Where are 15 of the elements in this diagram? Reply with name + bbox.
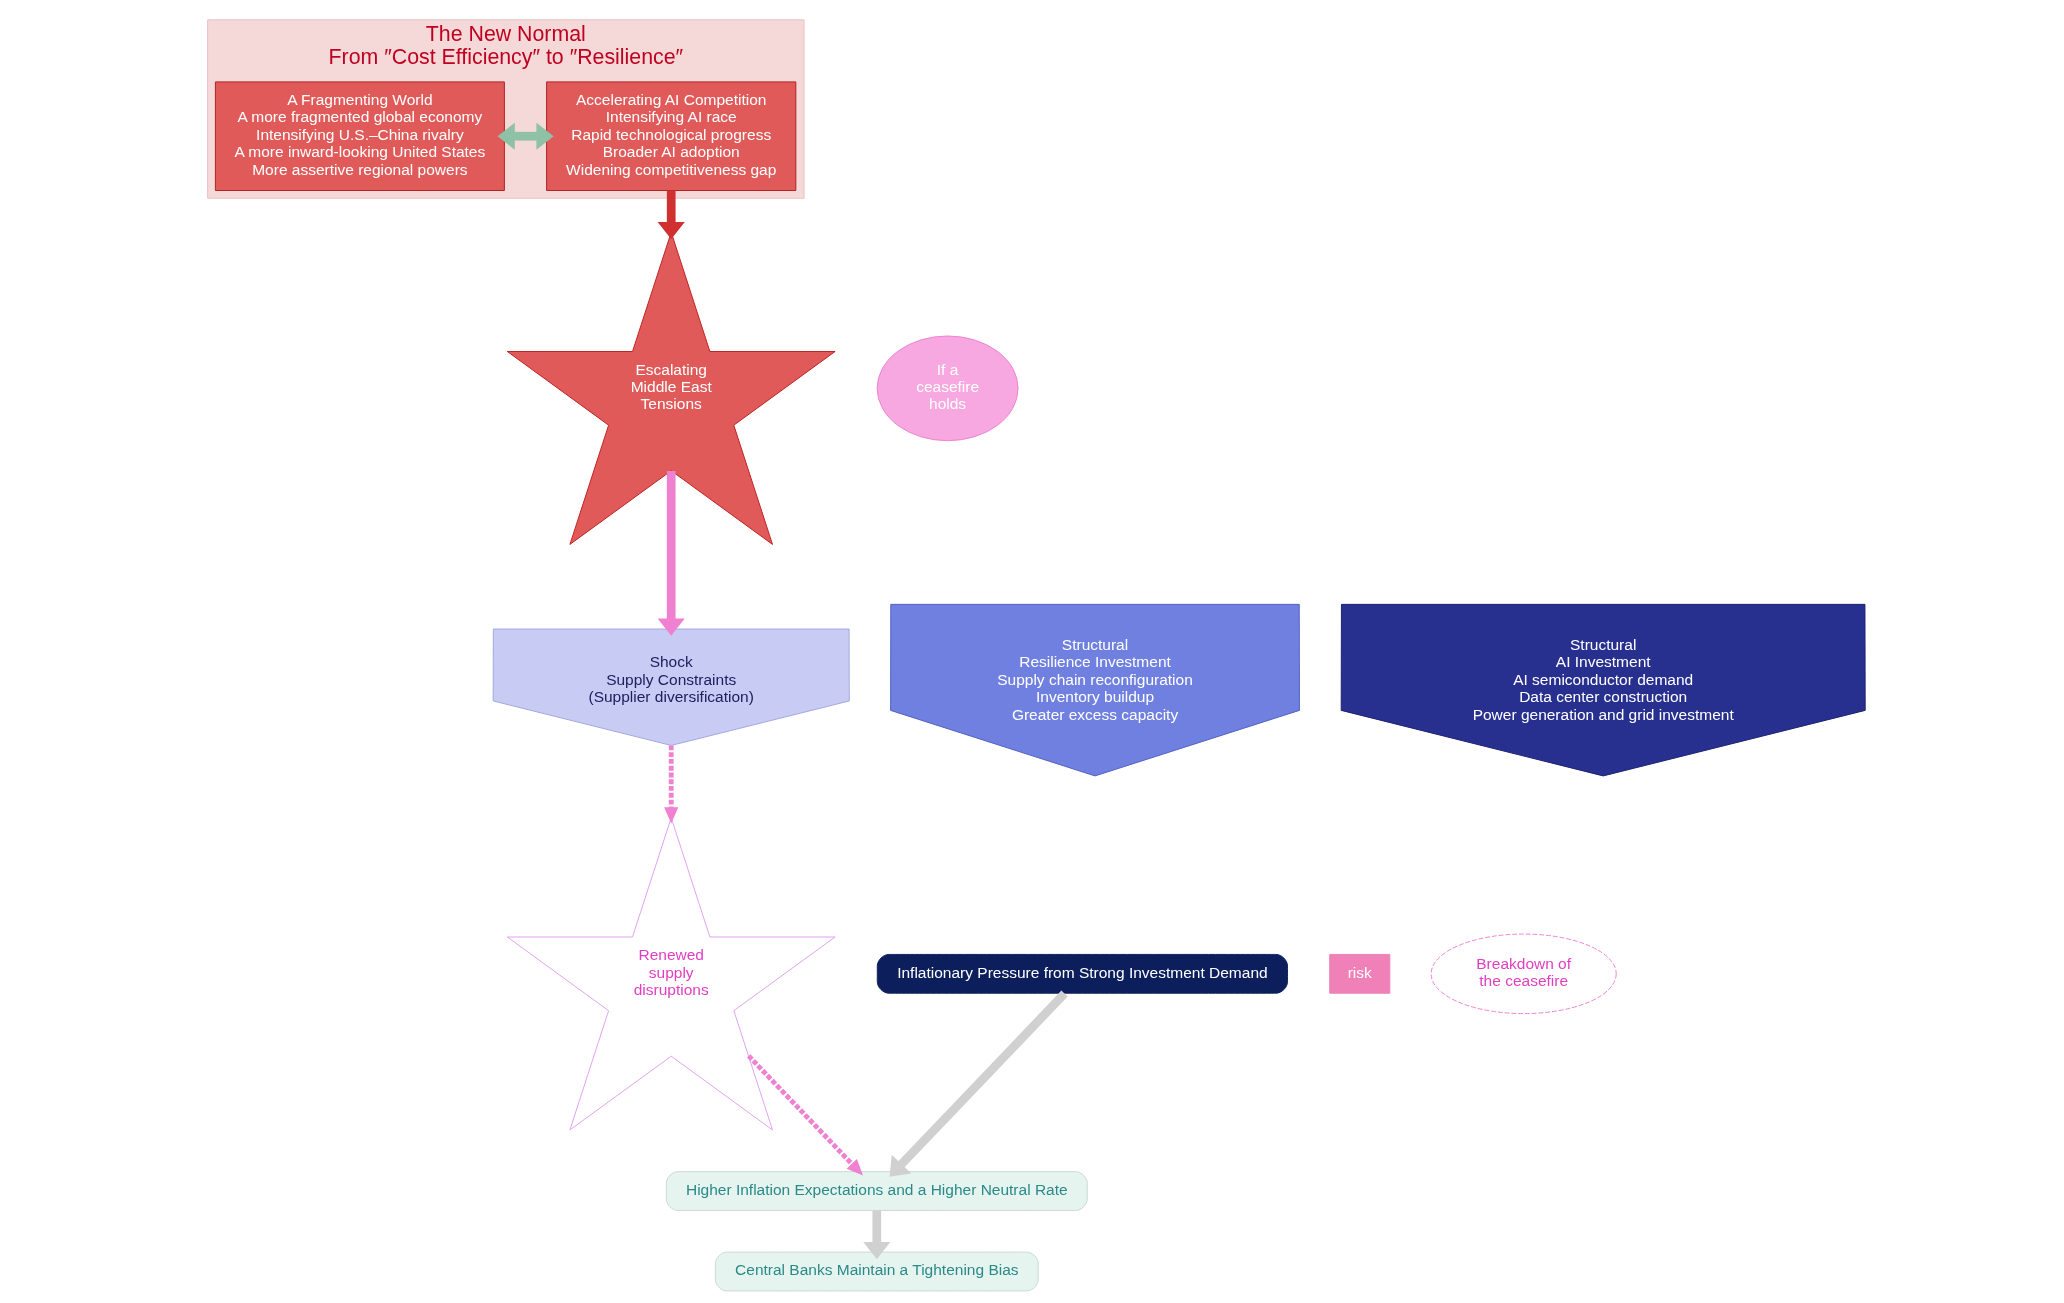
- node-ellipse: If a ceasefire holds: [876, 335, 1019, 442]
- node-box: risk: [1328, 953, 1390, 994]
- arrow: [862, 1210, 890, 1260]
- node-box: Accelerating AI Competition Intensifying AI race Rapid technological progress Broader AI adoption Widening competitiveness gap: [545, 81, 796, 191]
- node-box: Higher Inflation Expectations and a Higher Neutral Rate: [665, 1171, 1088, 1211]
- arrow: [889, 990, 1068, 1177]
- arrow: [746, 1054, 863, 1176]
- arrow: [663, 745, 678, 824]
- arrow: [657, 190, 685, 240]
- node-box: A Fragmenting World A more fragmented global economy Intensifying U.S.–China rivalry A more inward-looking United States More assertive regional powers: [214, 81, 505, 191]
- node-box: Central Banks Maintain a Tightening Bias: [714, 1251, 1039, 1292]
- node-box: Inflationary Pressure from Strong Investment Demand: [876, 953, 1288, 994]
- node-ellipse: Breakdown of the ceasefire: [1430, 933, 1617, 1015]
- arrow: [497, 122, 554, 150]
- arrow: [657, 471, 685, 636]
